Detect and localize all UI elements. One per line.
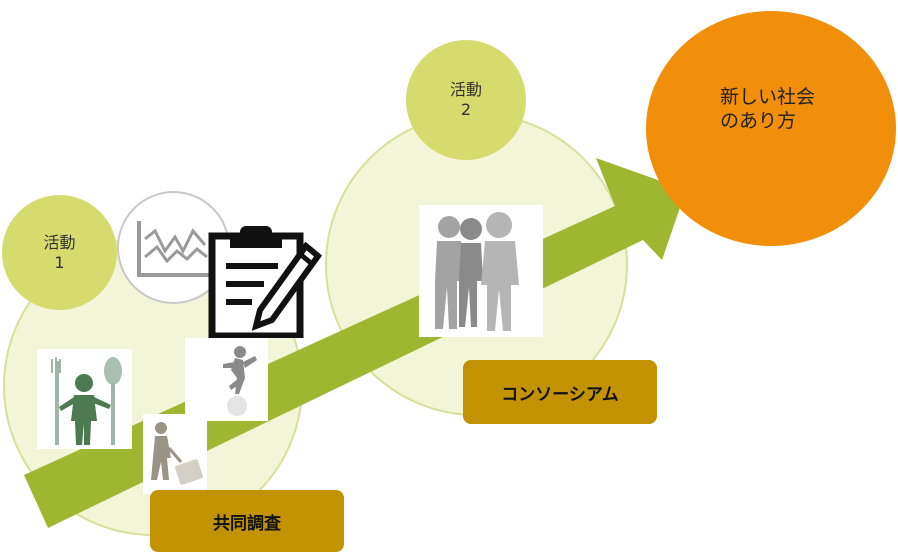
person-balance-image	[185, 338, 268, 421]
clipboard-pen-icon	[208, 226, 323, 338]
activity-2-tag: 活動 2	[406, 40, 526, 160]
activity-2-number: 2	[460, 100, 472, 119]
activity-1-label: 活動	[43, 232, 76, 252]
person-fork-spoon-icon	[51, 357, 122, 445]
activity-2-label: 活動	[449, 80, 482, 99]
person-fork-spoon-image	[37, 349, 132, 449]
joint-survey-label: 共同調査	[150, 490, 344, 552]
team-huddle-image	[419, 205, 543, 337]
consortium-label: コンソーシアム	[463, 360, 657, 424]
three-people-huddle-icon	[435, 212, 519, 331]
person-suitcase-image	[143, 414, 207, 494]
goal-text-line1: 新しい社会	[720, 86, 816, 108]
person-with-suitcase-icon	[151, 422, 203, 485]
goal-circle: 新しい社会 のあり方	[646, 11, 896, 246]
line-chart-icon	[137, 221, 211, 277]
activity-1-number: 1	[54, 252, 65, 272]
person-balancing-on-ball-icon	[223, 346, 257, 416]
goal-text-line2: のあり方	[720, 110, 797, 132]
activity-1-tag: 活動 1	[2, 195, 117, 310]
